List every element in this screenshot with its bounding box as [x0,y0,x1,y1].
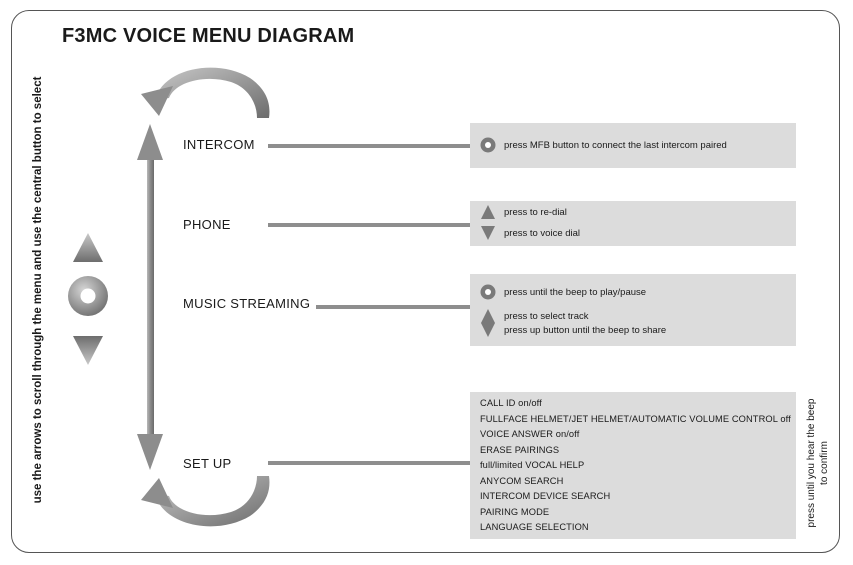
confirm-note-line: press until you hear the beep [806,398,817,528]
action-text: press up button until the beep to share [504,324,667,336]
setup-option: ANYCOM SEARCH [480,476,564,486]
menu-item-phone: PHONE [183,217,231,232]
menu-item-music-streaming: MUSIC STREAMING [183,296,311,311]
menu-item-set-up: SET UP [183,456,232,471]
action-text: press MFB button to connect the last int… [504,139,727,151]
action-row: press until the beep to play/pause [480,284,646,300]
up-arrow-icon [481,205,495,219]
down-arrow-icon [481,226,495,240]
setup-option: full/limited VOCAL HELP [480,460,585,470]
action-box-setup: CALL ID on/off FULLFACE HELMET/JET HELME… [470,392,796,539]
action-box-music: press until the beep to play/pause press… [470,274,796,346]
setup-option: ERASE PAIRINGS [480,445,560,455]
action-row: press to select track [480,308,588,324]
confirm-note-line: to confirm [819,441,830,485]
control-pad [68,233,108,365]
connector-music [316,305,470,309]
navigation-loop-arrow [137,67,270,527]
action-text: press to re-dial [504,206,567,218]
action-row: press to voice dial [480,225,580,241]
setup-option: LANGUAGE SELECTION [480,522,589,532]
side-instruction-text: use the arrows to scroll through the men… [32,76,44,504]
action-text: press to voice dial [504,227,581,239]
top-loop-arrow-icon [155,67,270,118]
down-arrow-icon [73,336,103,365]
diagram-title: F3MC VOICE MENU DIAGRAM [62,25,355,47]
action-box-phone: press to re-dial press to voice dial [470,201,796,246]
menu-item-intercom: INTERCOM [183,137,255,152]
bottom-loop-arrow-icon [155,476,270,527]
diagram-frame [11,10,840,553]
action-box-intercom: press MFB button to connect the last int… [470,123,796,168]
center-button-icon [480,137,496,153]
scroll-up-arrow-icon [137,124,163,160]
setup-option: VOICE ANSWER on/off [480,429,580,439]
confirm-note-text: press until you hear the beep to confirm [805,399,831,528]
connector-setup [268,461,470,465]
down-arrow-icon [481,323,495,337]
action-row: press MFB button to connect the last int… [480,137,727,153]
connector-phone [268,223,470,227]
up-arrow-icon [73,233,103,262]
connector-intercom [268,144,470,148]
action-row: press up button until the beep to share [480,322,666,338]
setup-option: CALL ID on/off [480,398,542,408]
setup-option: FULLFACE HELMET/JET HELMET/AUTOMATIC VOL… [480,414,791,424]
setup-option: PAIRING MODE [480,507,550,517]
scroll-down-arrow-icon [137,434,163,470]
action-row: press to re-dial [480,204,567,220]
setup-option: INTERCOM DEVICE SEARCH [480,491,611,501]
up-arrow-icon [481,309,495,323]
center-button-icon [480,284,496,300]
action-text: press to select track [504,310,589,322]
action-text: press until the beep to play/pause [504,286,647,298]
